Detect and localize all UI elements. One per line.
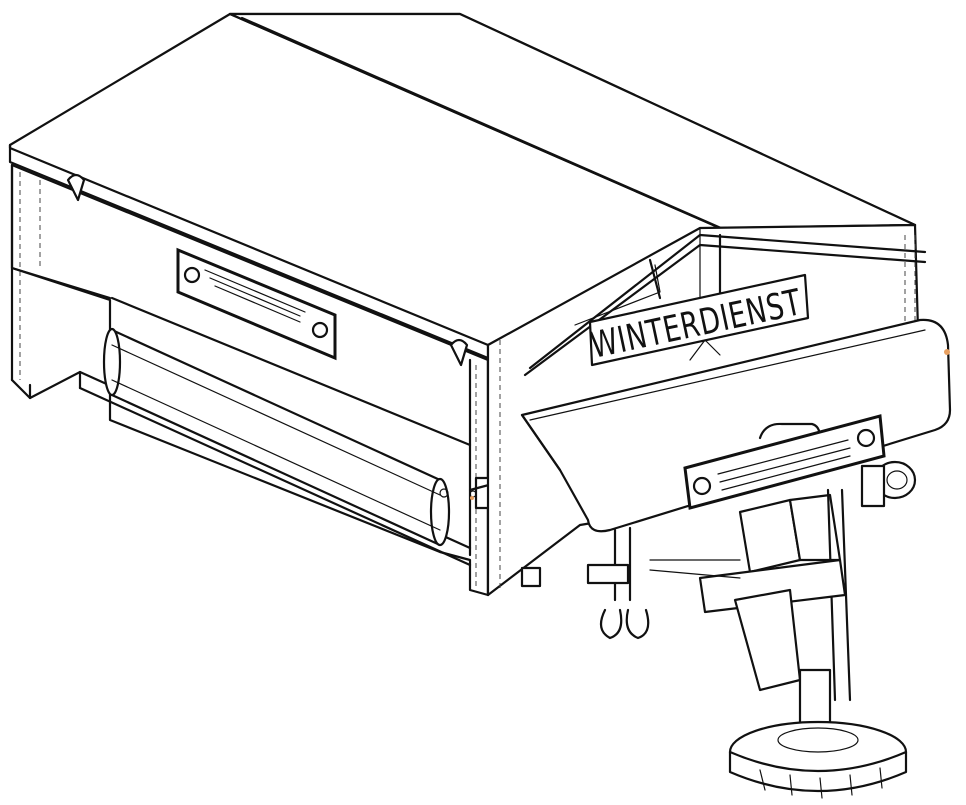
hopper-lid — [8, 12, 917, 363]
auger-roller — [102, 327, 451, 547]
lid-latches — [66, 173, 469, 367]
front-cover — [520, 318, 952, 533]
spinner-disc — [728, 720, 908, 799]
drive-assembly — [649, 488, 852, 732]
roof-struts — [523, 233, 927, 377]
side-nameplate — [176, 247, 337, 361]
right-motor — [860, 460, 917, 508]
accent-marks — [470, 349, 950, 500]
hitch-hooks — [520, 526, 650, 640]
